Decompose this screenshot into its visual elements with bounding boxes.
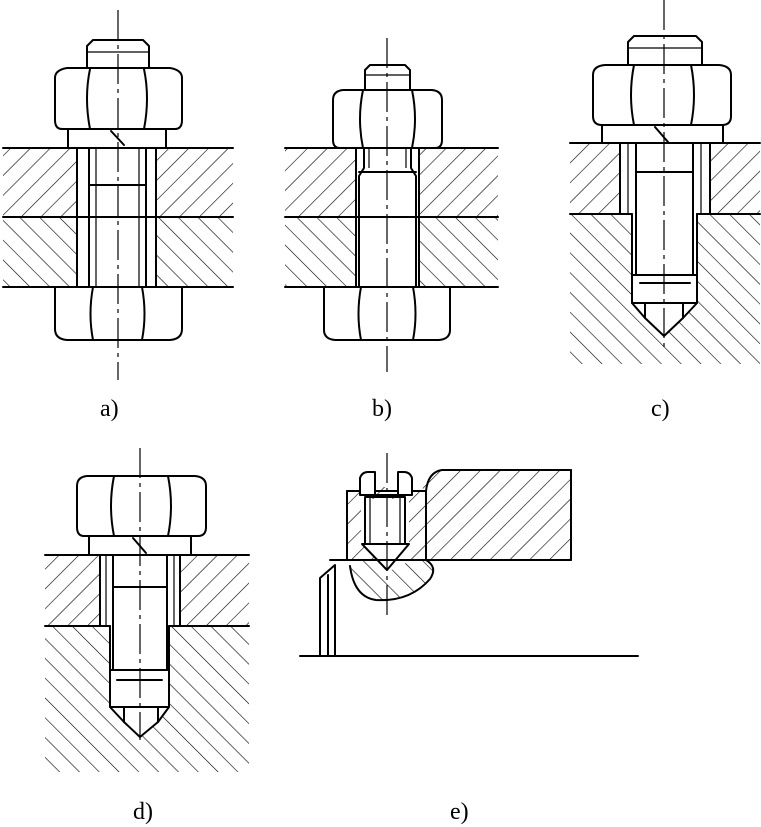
- view-c-washer: [601, 124, 724, 144]
- view-c-stud-tip: [627, 35, 703, 66]
- view-e-shaft-engagement: [350, 560, 434, 601]
- view-b-stud-tip: [364, 64, 411, 91]
- view-b-stud-bolt: b): [284, 38, 499, 422]
- view-d-screw-head: [76, 475, 207, 537]
- view-c-nut: [592, 64, 732, 126]
- view-b-label: b): [372, 396, 392, 422]
- view-c-label: c): [651, 396, 670, 422]
- view-c-blind-stud: c): [569, 0, 761, 422]
- view-a-through-bolt: a): [2, 10, 234, 422]
- view-e-set-screw: e): [299, 453, 639, 825]
- view-d-label: d): [133, 799, 153, 825]
- view-e-label: e): [450, 799, 469, 825]
- view-d-cap-screw: d): [44, 448, 250, 825]
- view-a-bottom-nut: [54, 286, 183, 341]
- view-a-label: a): [100, 396, 119, 422]
